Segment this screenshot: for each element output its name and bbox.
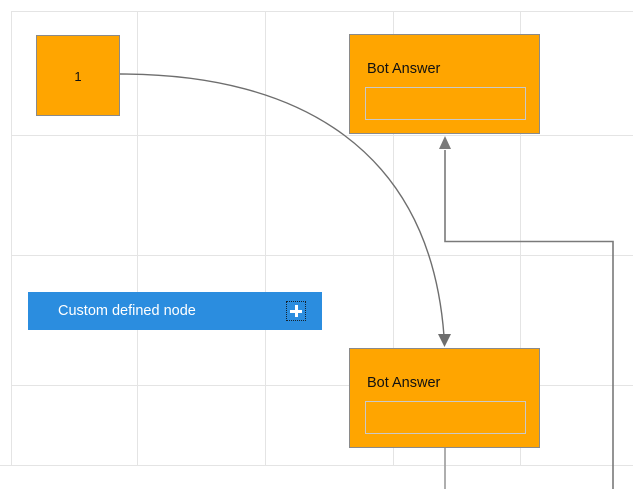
node-bot-answer-top-label: Bot Answer: [367, 61, 441, 77]
node-bot-answer-bottom-slot[interactable]: [365, 401, 526, 434]
custom-defined-node-label: Custom defined node: [58, 303, 196, 319]
plus-icon[interactable]: [286, 301, 306, 321]
node-1[interactable]: 1: [36, 35, 120, 116]
node-bot-answer-top-slot[interactable]: [365, 87, 526, 120]
node-bot-answer-bottom[interactable]: Bot Answer: [349, 348, 540, 448]
custom-defined-node-palette-item[interactable]: Custom defined node: [28, 292, 322, 330]
node-1-label: 1: [74, 69, 82, 84]
node-bot-answer-bottom-label: Bot Answer: [367, 375, 441, 391]
node-bot-answer-top[interactable]: Bot Answer: [349, 34, 540, 134]
